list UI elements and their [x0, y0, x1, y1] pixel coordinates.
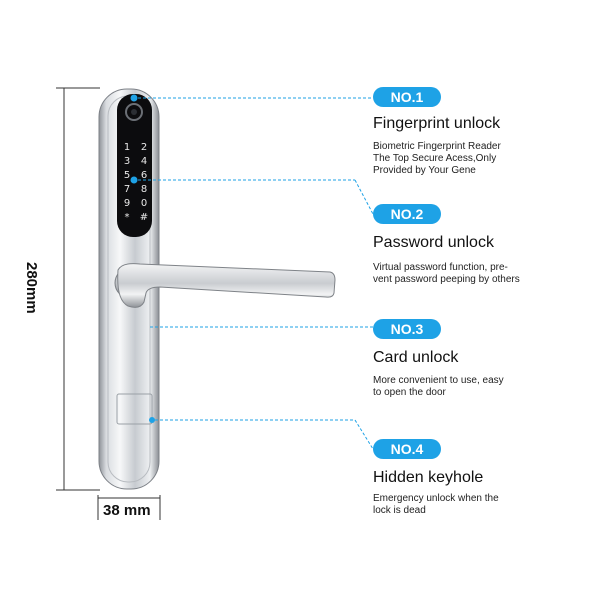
keypad-key[interactable]: 8	[140, 184, 148, 195]
keypad-key[interactable]: 0	[140, 198, 148, 209]
keypad-key[interactable]: 5	[123, 170, 131, 181]
feature-keyhole: NO.4 Hidden keyhole Emergency unlock whe…	[373, 439, 573, 517]
keypad-key[interactable]: 4	[140, 156, 148, 167]
fingerprint-sensor-icon[interactable]	[125, 103, 143, 121]
feature-title: Hidden keyhole	[373, 469, 484, 486]
keypad-key[interactable]: #	[139, 212, 149, 223]
feature-description: More convenient to use, easy to open the…	[373, 375, 504, 398]
feature-fingerprint: NO.1 Fingerprint unlock Biometric Finger…	[373, 87, 573, 177]
keypad-key[interactable]: 1	[123, 142, 131, 153]
keypad-key[interactable]: 6	[140, 170, 148, 181]
feature-title: Password unlock	[373, 234, 494, 251]
feature-title: Fingerprint unlock	[373, 115, 501, 132]
feature-badge: NO.2	[373, 204, 441, 224]
feature-badge: NO.1	[373, 87, 441, 107]
lever-handle[interactable]	[117, 263, 336, 308]
feature-badge: NO.3	[373, 319, 441, 339]
keypad-key[interactable]: 2	[140, 142, 148, 153]
keypad-key[interactable]: 3	[123, 156, 131, 167]
width-dimension-label: 38 mm	[103, 502, 151, 519]
feature-badge: NO.4	[373, 439, 441, 459]
height-dimension-line	[56, 87, 100, 491]
feature-password: NO.2 Password unlock Virtual password fu…	[373, 204, 573, 286]
feature-description: Emergency unlock when the lock is dead	[373, 493, 499, 516]
keyhole-cover[interactable]	[116, 393, 153, 425]
feature-description: Virtual password function, pre- vent pas…	[373, 262, 520, 285]
height-dimension-label: 280mm	[23, 262, 40, 314]
width-dimension-line	[97, 495, 161, 520]
leader-dots	[130, 94, 155, 423]
keypad-panel	[117, 94, 152, 237]
keypad-key[interactable]: 7	[123, 184, 131, 195]
feature-card: NO.3 Card unlock More convenient to use,…	[373, 319, 573, 399]
feature-description: Biometric Fingerprint Reader The Top Sec…	[373, 141, 501, 176]
keypad-key[interactable]: 9	[123, 198, 131, 209]
leader-lines	[138, 97, 374, 450]
feature-title: Card unlock	[373, 349, 459, 366]
keypad-key[interactable]: *	[124, 212, 130, 223]
